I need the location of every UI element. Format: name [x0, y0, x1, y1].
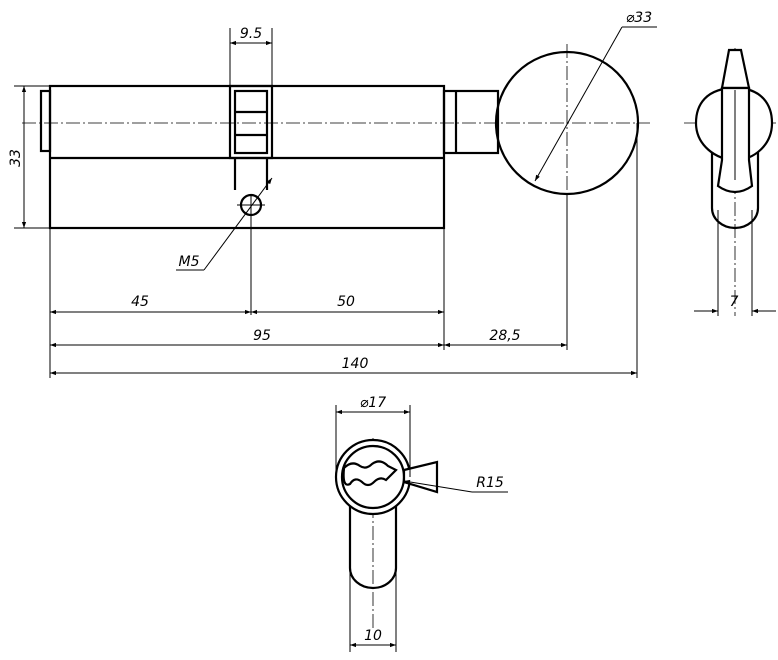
clamp-nut [228, 84, 274, 160]
side-view: 9.5 33 ⌀33 M5 45 50 95 28,5 140 [8, 10, 657, 378]
dim-cylinder-length: 95 [253, 328, 271, 344]
dim-right-part: 50 [337, 294, 355, 310]
dim-overall-length: 140 [342, 356, 369, 372]
dim-front-width: 10 [364, 628, 382, 644]
dim-clamp-width: 9.5 [240, 26, 262, 42]
dim-knob-diameter: ⌀33 [626, 10, 652, 26]
front-view-lower-slot [348, 505, 398, 590]
front-view-outer-circle [334, 438, 412, 516]
leader-screw-thread [203, 177, 273, 271]
leader-radius [403, 479, 473, 493]
knob-shaft [442, 89, 500, 155]
dim-knob-offset: 28,5 [489, 328, 520, 344]
dim-end-width: 7 [730, 294, 739, 310]
dim-radius: R15 [476, 475, 504, 491]
dim-front-diameter: ⌀17 [360, 395, 386, 411]
dim-body-height: 33 [8, 149, 24, 167]
dim-left-part: 45 [131, 294, 149, 310]
end-view-lower-slot [710, 150, 760, 230]
clamp-nut-inner [233, 89, 269, 155]
leader-knob-diameter [534, 26, 623, 182]
end-view: 7 [684, 48, 776, 316]
front-view-keyway [342, 460, 398, 487]
left-end-stub [39, 89, 52, 153]
front-view: R15 ⌀17 10 [334, 395, 508, 652]
end-view-blade [720, 48, 751, 90]
dim-screw-thread: M5 [179, 254, 200, 270]
